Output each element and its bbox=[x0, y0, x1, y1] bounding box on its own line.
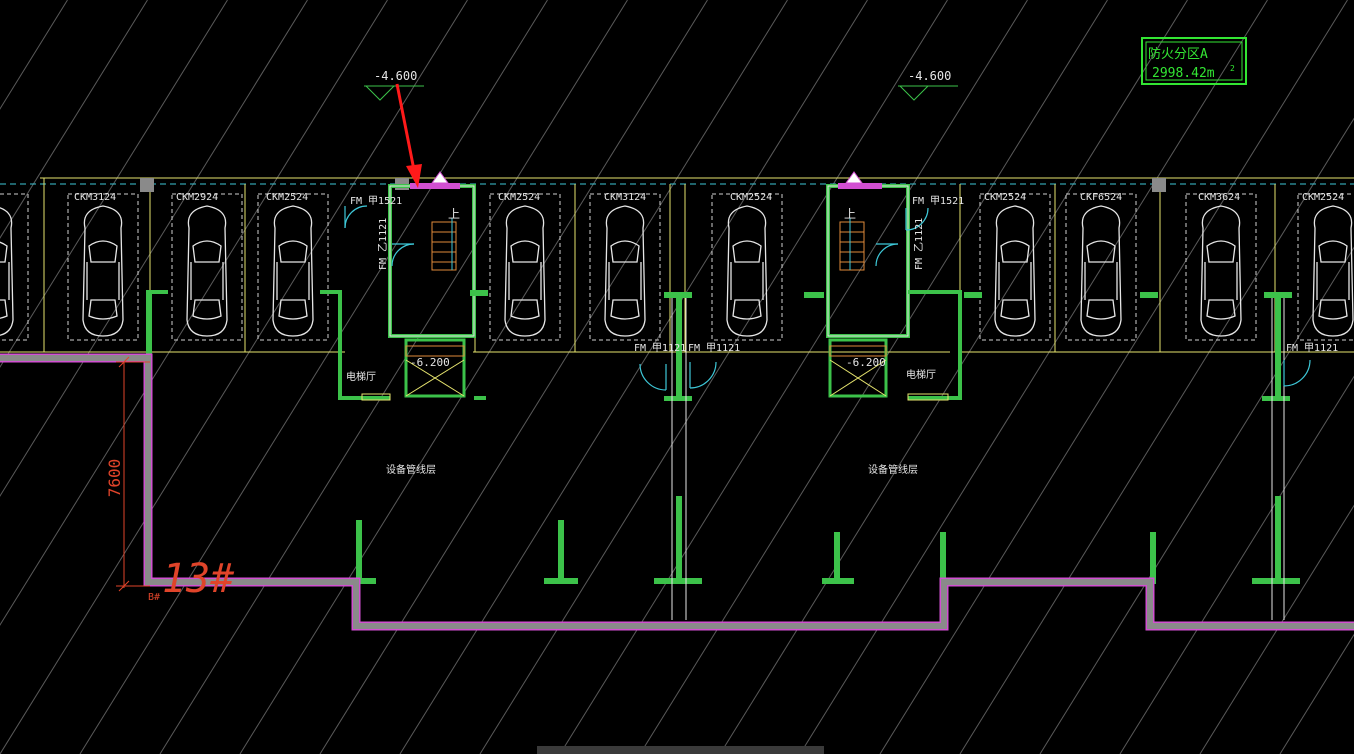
parking-label: CKM3124 bbox=[74, 192, 116, 203]
stair-core-right bbox=[826, 171, 910, 398]
horizontal-scrollbar[interactable] bbox=[537, 746, 824, 754]
equipment-room-label: 设备管线层 bbox=[868, 463, 918, 476]
parking-labels: CKM3124 CKM2924 CKM2524 CKM2524 CKM3124 … bbox=[74, 192, 1344, 203]
doors bbox=[344, 205, 1311, 391]
door-label: FM 甲1521 bbox=[350, 196, 402, 207]
parking-row-lines bbox=[0, 178, 1354, 353]
parking-space bbox=[979, 193, 1051, 341]
top-boundary bbox=[0, 177, 1354, 185]
equipment-room-label: 设备管线层 bbox=[386, 463, 436, 476]
hatch-line bbox=[79, 0, 548, 754]
stair-up-label: 上 bbox=[844, 207, 856, 221]
parking-space bbox=[0, 193, 29, 341]
door-label: FM 乙1121 bbox=[913, 218, 925, 270]
door-label: FM 甲1521 bbox=[912, 196, 964, 207]
car-icon bbox=[1200, 205, 1242, 337]
elevation-label-2: -4.600 bbox=[908, 69, 951, 83]
landing-level: -6.200 bbox=[410, 356, 450, 369]
door-label: FM 甲1121 bbox=[1286, 343, 1338, 354]
car-icon bbox=[272, 205, 314, 337]
hatch-line bbox=[239, 0, 708, 754]
parking-space bbox=[1297, 193, 1354, 341]
green-walls bbox=[146, 290, 1300, 584]
parking-spaces bbox=[0, 193, 1354, 341]
car-icon bbox=[0, 207, 14, 336]
dimension-7600 bbox=[116, 356, 150, 592]
parking-label: CKM2524 bbox=[730, 192, 772, 203]
dimension-text: 7600 bbox=[105, 459, 124, 498]
hatch-line bbox=[959, 117, 1354, 754]
parking-label: CKM3624 bbox=[1198, 192, 1240, 203]
parking-label: CKM2524 bbox=[266, 192, 308, 203]
landing-level: -6.200 bbox=[846, 356, 886, 369]
fire-zone-area-unit: 2 bbox=[1230, 64, 1235, 73]
red-annotation-arrow bbox=[395, 83, 422, 188]
car-icon bbox=[504, 205, 546, 337]
parking-label: CKM2524 bbox=[498, 192, 540, 203]
parking-space bbox=[711, 193, 783, 341]
fire-zone-name: 防火分区A bbox=[1148, 46, 1208, 62]
hatch-line bbox=[0, 0, 308, 497]
elevator-hall-label: 电梯厅 bbox=[906, 368, 936, 381]
elevator-hall-walls bbox=[148, 290, 962, 400]
parking-space bbox=[1185, 193, 1257, 341]
door-label: FM 甲1121 bbox=[688, 343, 740, 354]
parking-space bbox=[171, 193, 243, 341]
parking-space bbox=[1065, 193, 1137, 341]
elevation-marker-2 bbox=[898, 85, 958, 101]
hatch-line bbox=[0, 0, 228, 368]
elevator-hall-floor bbox=[361, 393, 949, 401]
stair-up-label: 上 bbox=[448, 207, 460, 221]
parking-space bbox=[489, 193, 561, 341]
hatch-line bbox=[159, 0, 628, 754]
door-label: FM 甲1121 bbox=[634, 343, 686, 354]
hatch-line bbox=[0, 0, 148, 239]
elevation-label-1: -4.600 bbox=[374, 69, 417, 83]
car-icon bbox=[994, 205, 1036, 337]
grid-tag: 13# bbox=[162, 556, 235, 602]
white-structure-lines bbox=[671, 298, 1285, 620]
parking-space bbox=[257, 193, 329, 341]
elevator-hall-label: 电梯厅 bbox=[346, 370, 376, 383]
parking-label: CKM2924 bbox=[176, 192, 218, 203]
hatch-line bbox=[0, 0, 388, 626]
fire-zone-label bbox=[1141, 37, 1247, 85]
car-icon bbox=[1312, 205, 1354, 337]
grid-sub-tag: B# bbox=[148, 592, 160, 603]
parking-space bbox=[589, 193, 661, 341]
car-icon bbox=[726, 205, 768, 337]
parking-label: CKM2524 bbox=[1302, 192, 1344, 203]
parking-space bbox=[67, 193, 139, 341]
parking-label: CKM3124 bbox=[604, 192, 646, 203]
car-icon bbox=[1080, 205, 1122, 337]
hatch-line bbox=[879, 0, 1348, 754]
fire-zone-area: 2998.42m bbox=[1152, 66, 1215, 81]
stair-core-left bbox=[388, 171, 476, 398]
car-icon bbox=[186, 205, 228, 337]
door-label: FM 乙1121 bbox=[377, 218, 389, 270]
outer-wall bbox=[0, 353, 1354, 631]
hatch-line bbox=[1039, 246, 1354, 754]
hatch-line bbox=[0, 0, 468, 754]
car-icon bbox=[604, 205, 646, 337]
parking-label: CKM2524 bbox=[984, 192, 1026, 203]
elevation-marker-1 bbox=[364, 85, 424, 101]
parking-label: CKF6524 bbox=[1080, 192, 1122, 203]
car-icon bbox=[82, 205, 124, 337]
